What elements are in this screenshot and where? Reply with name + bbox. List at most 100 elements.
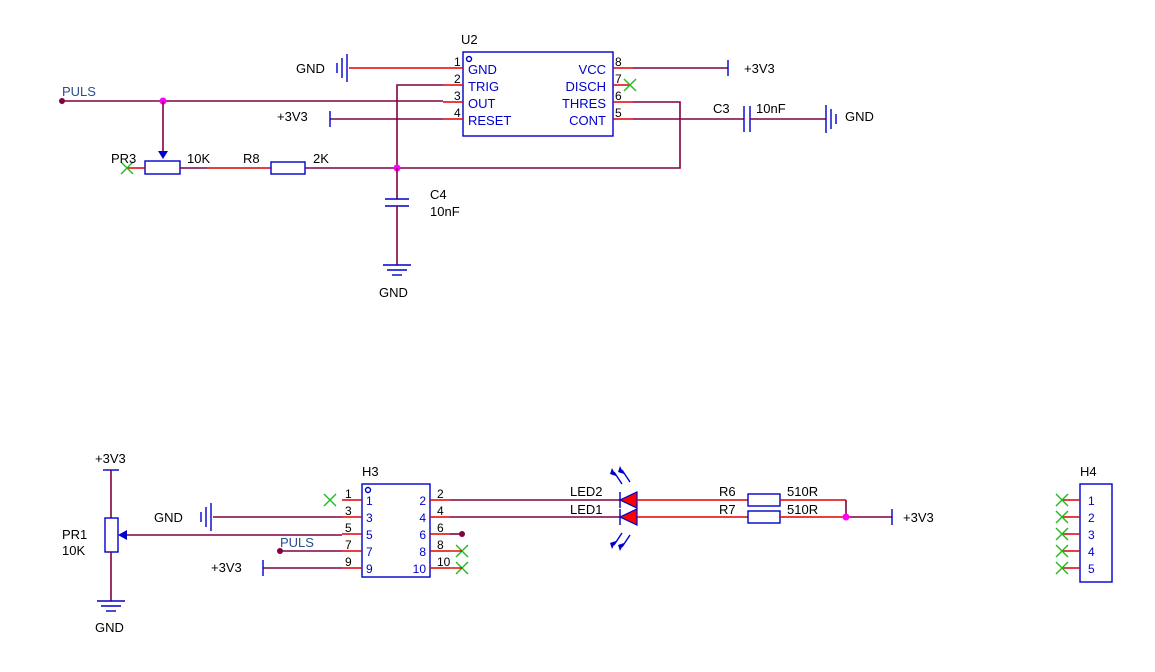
puls-net-top: PULS <box>59 84 443 159</box>
h3-outer-left-5: 5 <box>345 521 352 535</box>
c3-value: 10nF <box>756 101 786 116</box>
u2-ref: U2 <box>461 32 478 47</box>
u2-pin-name-3: OUT <box>468 96 496 111</box>
gnd-symbol-c3: GND <box>825 105 874 133</box>
h4-pin-4: 4 <box>1088 545 1095 559</box>
h4-pin-2: 2 <box>1088 511 1095 525</box>
gnd-symbol-u2: GND <box>296 54 443 82</box>
u2-pin-name-1: GND <box>468 62 497 77</box>
h3-inner-left-5: 5 <box>366 528 373 542</box>
h4-pin-3: 3 <box>1088 528 1095 542</box>
u2-pin-name-2: TRIG <box>468 79 499 94</box>
h3-inner-left-7: 7 <box>366 545 373 559</box>
h3-inner-left-1: 1 <box>366 494 373 508</box>
gnd-symbol-h3: GND <box>154 503 342 531</box>
r8-resistor[interactable]: R8 2K <box>207 151 397 175</box>
h3-ref: H3 <box>362 464 379 479</box>
u2-pin-num-5: 5 <box>615 106 622 120</box>
vcc-symbol-leds: +3V3 <box>842 500 934 525</box>
h3-inner-left-3: 3 <box>366 511 373 525</box>
h3-inner-right-8: 8 <box>419 545 426 559</box>
v33-label-u2: +3V3 <box>744 61 775 76</box>
h3-outer-right-10: 10 <box>437 555 451 569</box>
vcc-symbol-u2: +3V3 <box>633 60 775 76</box>
v33-label-pr1: +3V3 <box>95 451 126 466</box>
r8-ref: R8 <box>243 151 260 166</box>
r8-value: 2K <box>313 151 329 166</box>
gnd-label-c3: GND <box>845 109 874 124</box>
trig-wire <box>396 84 443 168</box>
u2-pin-name-7: DISCH <box>566 79 606 94</box>
h4-pin-1: 1 <box>1088 494 1095 508</box>
u2-pin-name-5: CONT <box>569 113 606 128</box>
c3-capacitor[interactable]: C3 10nF <box>713 101 826 132</box>
h3-outer-right-6: 6 <box>437 521 444 535</box>
vcc-symbol-h3: +3V3 <box>211 560 342 576</box>
h3-pin-stubs: 1 3 5 7 9 2 4 6 8 10 <box>342 487 451 569</box>
h3-connector[interactable]: H3 1 3 5 7 9 2 4 6 8 10 <box>361 464 431 578</box>
gnd-symbol-c4: GND <box>379 264 411 300</box>
r7-value: 510R <box>787 502 818 517</box>
u2-ic[interactable]: U2 GND TRIG OUT RESET VCC DISCH THRES CO… <box>454 32 622 137</box>
thres-wire <box>397 101 681 169</box>
h4-ref: H4 <box>1080 464 1097 479</box>
puls-net-bottom: PULS <box>277 535 342 554</box>
h3-outer-left-1: 1 <box>345 487 352 501</box>
led-resistor-wires <box>637 499 748 518</box>
u2-pin-num-1: 1 <box>454 55 461 69</box>
h3-inner-right-10: 10 <box>413 562 427 576</box>
r7-ref: R7 <box>719 502 736 517</box>
h4-pin-5: 5 <box>1088 562 1095 576</box>
u2-pin-name-8: VCC <box>579 62 606 77</box>
u2-pin-name-4: RESET <box>468 113 511 128</box>
u2-pin-num-8: 8 <box>615 55 622 69</box>
no-connect-h3 <box>323 493 469 575</box>
r6-resistor[interactable]: R6 510R <box>719 484 846 507</box>
u2-pin-num-7: 7 <box>615 72 622 86</box>
u2-pin-num-2: 2 <box>454 72 461 86</box>
h3-inner-left-9: 9 <box>366 562 373 576</box>
led1-ref: LED1 <box>570 502 603 517</box>
pr3-potentiometer[interactable]: PR3 10K <box>111 151 210 175</box>
no-connect-u2-pin7 <box>623 78 637 92</box>
gnd-label-h3: GND <box>154 510 183 525</box>
pr3-ref: PR3 <box>111 151 136 166</box>
h3-inner-right-4: 4 <box>419 511 426 525</box>
h3-outer-left-7: 7 <box>345 538 352 552</box>
v33-label-reset: +3V3 <box>277 109 308 124</box>
h3-inner-right-6: 6 <box>419 528 426 542</box>
puls-label-bottom: PULS <box>280 535 314 550</box>
led-wires <box>450 499 620 518</box>
r7-resistor[interactable]: R7 510R <box>719 502 846 524</box>
pr1-ref: PR1 <box>62 527 87 542</box>
u2-pin-num-6: 6 <box>615 89 622 103</box>
pr3-value: 10K <box>187 151 210 166</box>
h3-outer-right-2: 2 <box>437 487 444 501</box>
h3-outer-right-8: 8 <box>437 538 444 552</box>
c4-ref: C4 <box>430 187 447 202</box>
pr1-potentiometer[interactable]: +3V3 GND PR1 10K <box>62 451 127 635</box>
gnd-label-c4: GND <box>379 285 408 300</box>
led2[interactable]: LED2 <box>570 466 638 509</box>
h3-outer-left-3: 3 <box>345 504 352 518</box>
led1[interactable]: LED1 <box>570 502 638 551</box>
u2-pin-num-3: 3 <box>454 89 461 103</box>
v33-label-leds: +3V3 <box>903 510 934 525</box>
gnd-label-u2: GND <box>296 61 325 76</box>
h3-outer-right-4: 4 <box>437 504 444 518</box>
h4-connector[interactable]: H4 1 2 3 4 5 <box>1055 464 1113 583</box>
h3-inner-right-2: 2 <box>419 494 426 508</box>
r6-ref: R6 <box>719 484 736 499</box>
gnd-label-pr1: GND <box>95 620 124 635</box>
h3-outer-left-9: 9 <box>345 555 352 569</box>
r6-value: 510R <box>787 484 818 499</box>
u2-pin-stubs <box>443 67 633 120</box>
u2-pin-num-4: 4 <box>454 106 461 120</box>
c4-value: 10nF <box>430 204 460 219</box>
v33-label-h3: +3V3 <box>211 560 242 575</box>
u2-pin-name-6: THRES <box>562 96 606 111</box>
h3-pin6-wire <box>450 531 465 537</box>
c4-capacitor[interactable]: C4 10nF <box>385 168 460 265</box>
pr1-value: 10K <box>62 543 85 558</box>
